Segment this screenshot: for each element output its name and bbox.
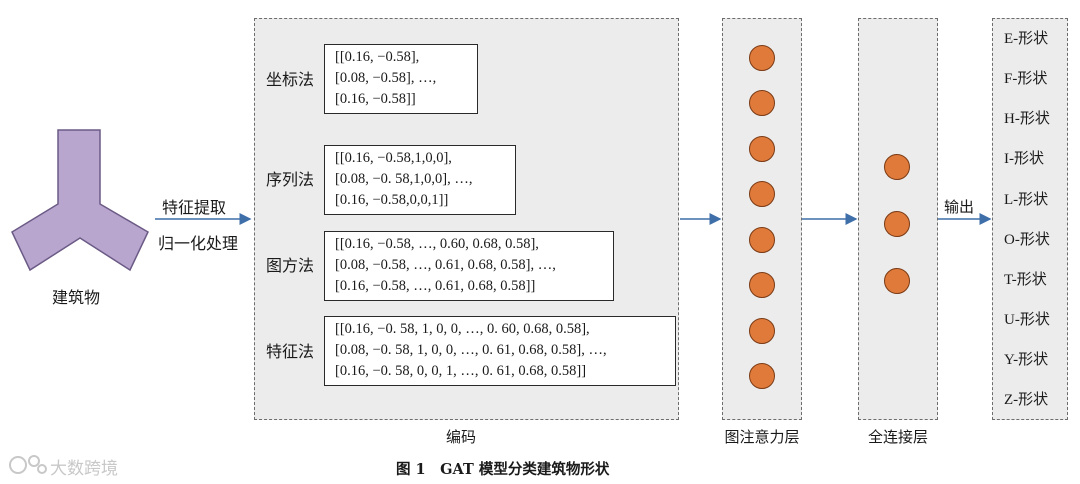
attention-node (749, 181, 775, 207)
attention-layer-box (722, 18, 802, 420)
fc-node (884, 211, 910, 237)
watermark-text: 大数跨境 (50, 459, 118, 479)
preprocess-label-1: 特征提取 (162, 198, 227, 217)
attention-node (749, 227, 775, 253)
method-label-coordinate: 坐标法 (266, 70, 315, 89)
building-shape (11, 129, 149, 272)
fc-node (884, 154, 910, 180)
figure-caption: 图 1 GAT 模型分类建筑物形状 (396, 461, 610, 478)
code-box-sequence: [[0.16, −0.58,1,0,0], [0.08, −0. 58,1,0,… (324, 145, 516, 215)
encoding-caption: 编码 (446, 428, 477, 446)
fc-node (884, 268, 910, 294)
method-label-sequence: 序列法 (266, 170, 315, 189)
output-arrow-label: 输出 (944, 198, 975, 216)
attention-node (749, 272, 775, 298)
output-class-item: Z-形状 (1004, 392, 1049, 408)
building-label: 建筑物 (52, 288, 101, 307)
output-class-item: U-形状 (1004, 312, 1050, 328)
building-polygon (11, 129, 149, 272)
code-box-coordinate: [[0.16, −0.58], [0.08, −0.58], …, [0.16,… (324, 44, 478, 114)
output-class-item: T-形状 (1004, 272, 1047, 288)
method-label-graph: 图方法 (266, 256, 315, 275)
output-class-item: L-形状 (1004, 192, 1049, 208)
output-class-item: I-形状 (1004, 151, 1044, 167)
attention-node (749, 363, 775, 389)
output-class-item: Y-形状 (1004, 352, 1049, 368)
code-box-feature: [[0.16, −0. 58, 1, 0, 0, …, 0. 60, 0.68,… (324, 316, 676, 386)
attention-node (749, 136, 775, 162)
attention-node (749, 45, 775, 71)
output-class-item: F-形状 (1004, 71, 1048, 87)
output-class-item: E-形状 (1004, 31, 1049, 47)
method-label-feature: 特征法 (266, 342, 315, 361)
attention-node (749, 90, 775, 116)
code-box-graph: [[0.16, −0.58, …, 0.60, 0.68, 0.58], [0.… (324, 231, 614, 301)
output-classes-box (992, 18, 1068, 420)
preprocess-label-2: 归一化处理 (158, 234, 239, 253)
output-class-item: H-形状 (1004, 111, 1050, 127)
attention-node (749, 318, 775, 344)
attention-layer-caption: 图注意力层 (724, 428, 800, 446)
output-class-item: O-形状 (1004, 232, 1050, 248)
fc-layer-caption: 全连接层 (867, 428, 928, 446)
watermark-logo-icon (9, 455, 47, 474)
